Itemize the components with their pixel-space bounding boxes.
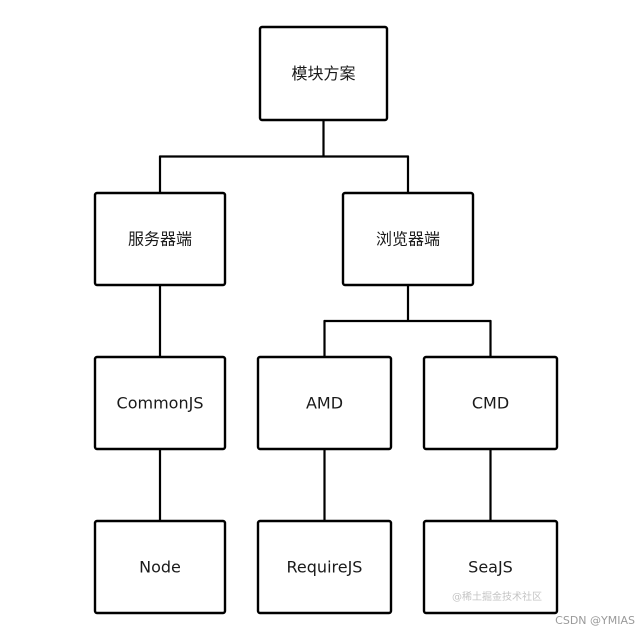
node-browser-label: 浏览器端: [376, 230, 440, 249]
node-requirejs: RequireJS: [256, 519, 393, 615]
node-root: 模块方案: [258, 25, 389, 122]
node-root-label: 模块方案: [291, 64, 355, 83]
tree-edges: [158, 118, 492, 523]
node-commonjs-label: CommonJS: [117, 394, 204, 413]
edge-bus-root: [158, 118, 410, 158]
node-cmd: CMD: [422, 355, 559, 451]
node-seajs: SeaJS: [422, 519, 559, 615]
node-node: Node: [93, 519, 227, 615]
node-requirejs-box: [256, 519, 393, 615]
node-node-box: [93, 519, 227, 615]
node-amd-label: AMD: [306, 394, 343, 413]
node-root-box: [258, 25, 389, 122]
edge-bus-browser: [323, 283, 492, 323]
node-browser-box: [341, 191, 475, 287]
node-seajs-label: SeaJS: [468, 558, 513, 577]
node-server-box: [93, 191, 227, 287]
node-cmd-label: CMD: [472, 394, 509, 413]
node-amd: AMD: [256, 355, 393, 451]
node-seajs-box: [422, 519, 559, 615]
juejin-watermark: @稀土掘金技术社区: [452, 592, 542, 603]
node-node-label: Node: [139, 558, 181, 577]
node-amd-box: [256, 355, 393, 451]
node-commonjs-box: [93, 355, 227, 451]
node-browser: 浏览器端: [341, 191, 475, 287]
node-commonjs: CommonJS: [93, 355, 227, 451]
node-cmd-box: [422, 355, 559, 451]
node-server-label: 服务器端: [128, 230, 192, 249]
node-requirejs-label: RequireJS: [287, 558, 363, 577]
node-server: 服务器端: [93, 191, 227, 287]
csdn-watermark: CSDN @YMIAS: [555, 614, 635, 627]
